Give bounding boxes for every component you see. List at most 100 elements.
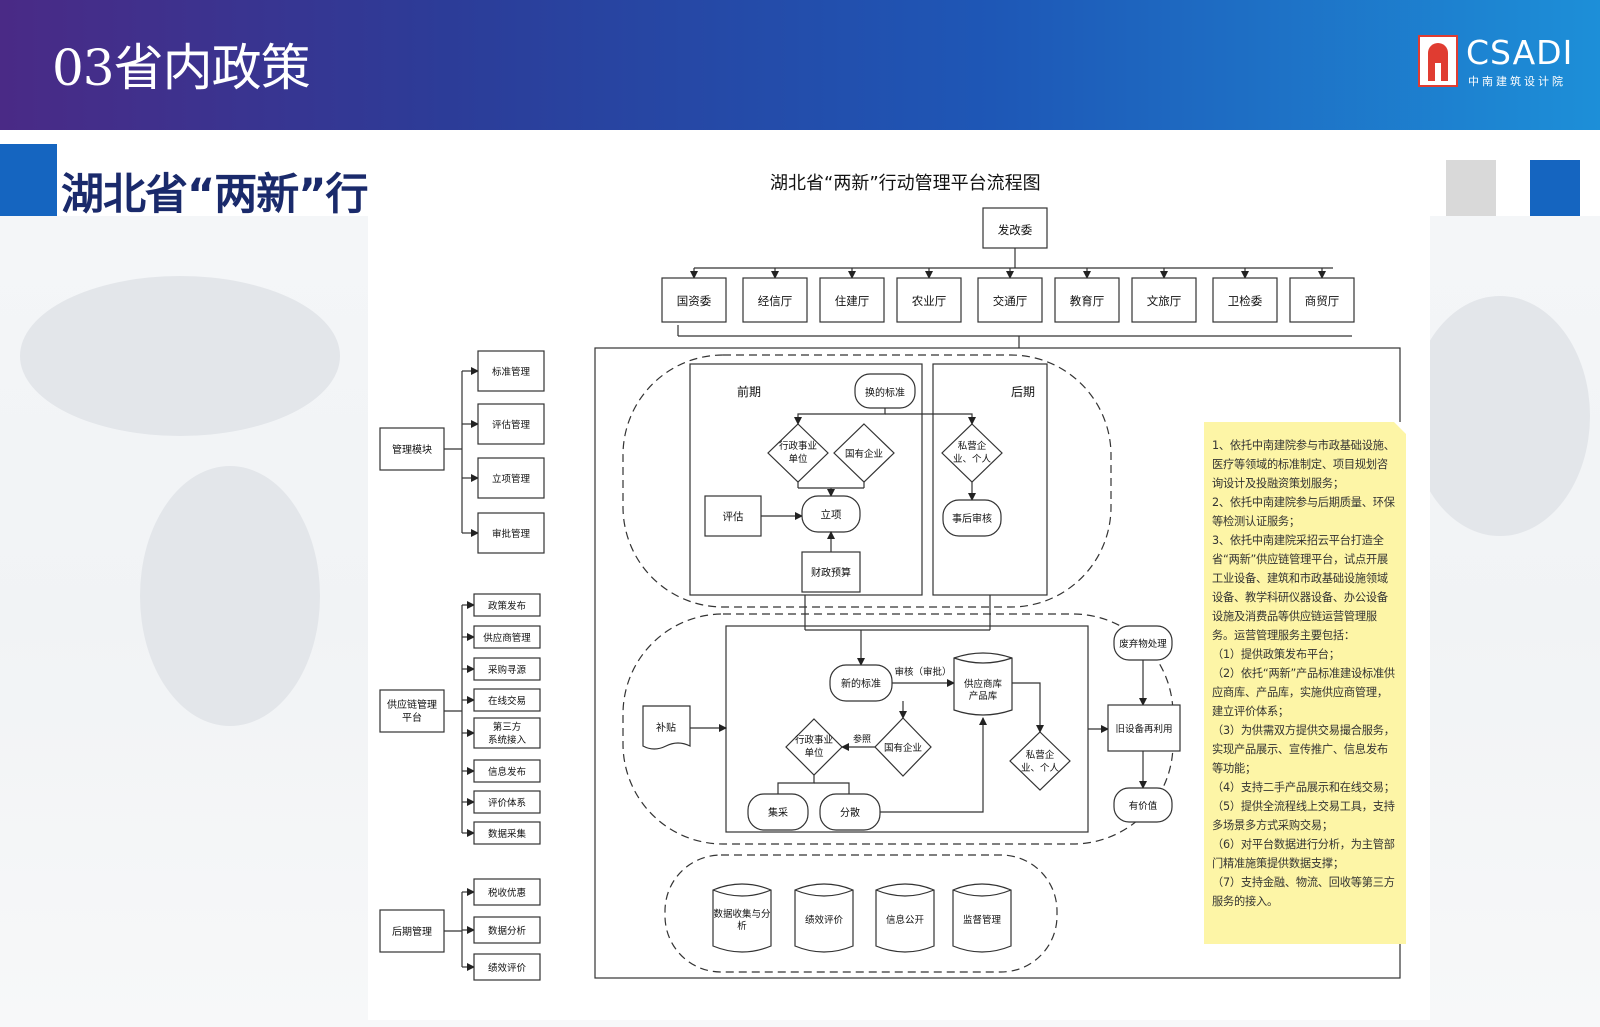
connector [814,782,850,794]
note-item: （3）为供需双方提供交易撮合服务，实现产品展示、宣传推广、信息发布等功能； [1212,724,1395,775]
header-banner: 03省内政策 CSADI 中南建筑设计院 [0,0,1600,130]
left-item-box [473,916,541,944]
left-group-box [379,909,445,953]
assess-label: 评估 [723,510,744,523]
department-label: 国资委 [677,294,712,308]
database-cylinder [875,883,935,953]
arrow [1012,682,1044,733]
early-phase-label: 前期 [737,384,761,399]
map-blob [20,276,340,436]
state-enterprise2-diamond [874,717,932,777]
admin-unit2-label-2: 单位 [804,747,824,759]
supplier-db-node [953,652,1013,716]
left-item-label: 数据分析 [488,925,527,937]
top-node-label: 发改委 [998,223,1033,237]
waste-label: 废弃物处理 [1119,638,1167,650]
logo-mark-icon [1418,35,1458,87]
left-item-box [473,953,541,981]
note-item: 2、依托中南建院参与后期质量、环保等检测认证服务； [1212,496,1395,528]
db-label-line2: 析 [737,920,747,932]
supplier-db-label-1: 供应商库 [964,678,1003,690]
left-groups: 管理模块标准管理评估管理立项管理审批管理供应链管理平台政策发布供应商管理采购寻源… [379,350,545,981]
left-item-label: 立项管理 [492,473,531,485]
note-item: 1、依托中南建院参与市政基础设施、医疗等领域的标准制定、项目规划咨询设计及投融资… [1212,439,1395,490]
notes-fold [1394,422,1406,434]
diagram-title: 湖北省“两新”行动管理平台流程图 [770,173,1041,194]
budget-label: 财政预算 [811,566,851,579]
left-item-label: 信息发布 [488,766,526,778]
left-item-box [477,512,545,554]
database-label: 绩效评价 [805,914,844,926]
department-label: 文旅厅 [1147,294,1182,308]
left-item-box [473,821,541,845]
admin-unit-diamond [767,423,829,483]
reuse-node [1107,704,1181,752]
left-item-box [473,593,541,617]
arrow [885,413,976,425]
logo-text: CSADI [1466,33,1574,72]
department-row: 国资委经信厅住建厅农业厅交通厅教育厅文旅厅卫检委商贸厅 [661,268,1355,323]
left-item-box [473,759,541,783]
budget-node [801,551,861,593]
section-title: 03省内政策 [52,39,311,97]
left-group-label: 管理模块 [392,443,432,456]
department-label: 经信厅 [758,294,793,308]
note-item: （6）对平台数据进行分析，为主管部门精准施策提供数据支撑； [1212,838,1395,870]
department-label: 商贸厅 [1305,294,1340,308]
department-box [742,277,808,323]
db-label-line1: 数据收集与分 [713,908,771,920]
left-item-label: 第三方 [493,721,522,733]
left-item-box [477,403,545,445]
private-diamond [941,423,1003,483]
private2-diamond [1009,731,1071,791]
department-label: 教育厅 [1070,294,1105,308]
left-item-box [473,790,541,814]
left-item-label: 评价体系 [488,797,526,809]
title-accent-bar [0,144,57,216]
project-label: 立项 [821,508,842,521]
private-label-2: 业、个人 [953,454,992,465]
decor-gray-square [1446,160,1496,216]
left-group-box [379,689,445,733]
private2-label-1: 私营企 [1026,749,1055,761]
database-cylinder [712,883,772,953]
subsidy-doc-node [642,705,691,750]
left-group-label: 后期管理 [392,925,432,938]
department-box [661,277,727,323]
left-group-label-1: 供应链管理 [387,698,437,711]
admin-unit-label-1: 行政事业 [779,440,817,452]
left-item-box [473,878,541,906]
left-group-box [379,427,445,471]
map-blob [1410,296,1590,536]
valuable-label: 有价值 [1129,800,1158,812]
database-top [794,889,854,897]
participate-label: 参照 [853,733,871,745]
left-item-box [473,625,541,649]
note-item: （2）依托“两新”产品标准建设标准供应商库、产品库，实施供应商管理，建立评价体系… [1212,667,1395,718]
map-blob [140,466,320,726]
note-item: （4）支持二手产品展示和在线交易； [1212,781,1395,794]
late-phase-label: 后期 [1011,385,1035,399]
phase1-region [622,354,1112,608]
note-item: （7）支持金融、物流、回收等第三方服务的接入。 [1212,876,1395,908]
early-phase-box [689,363,923,596]
admin-unit2-label-1: 行政事业 [795,734,833,746]
admin-unit-label-2: 单位 [788,453,808,465]
left-item-label: 在线交易 [488,695,526,707]
state-enterprise-label: 国有企业 [845,448,883,460]
logo-subtitle: 中南建筑设计院 [1468,75,1566,88]
valuable-node [1113,787,1173,823]
new-standard-label: 新的标准 [841,677,881,690]
review-label: 审核（审批） [894,666,951,678]
left-group-label-2: 平台 [402,711,422,724]
note-item: （1）提供政策发布平台； [1212,648,1340,661]
note-item: （5）提供全流程线上交易工具，支持多场景多方式采购交易； [1212,800,1395,832]
phase3-region [664,854,1058,973]
department-box [1289,277,1355,323]
phase3-databases: 绩效评价信息公开监督管理 [712,883,1012,953]
database-cylinder [794,883,854,953]
central-purchase-node [747,793,809,831]
left-item-label: 标准管理 [492,366,531,378]
database-label: 监督管理 [963,914,1002,926]
supplier-db-label-2: 产品库 [969,690,998,702]
